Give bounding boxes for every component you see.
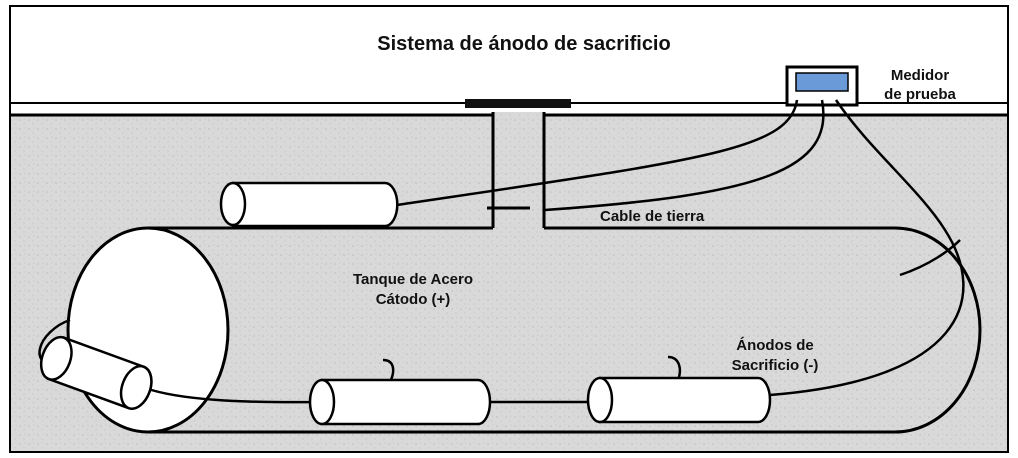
anodes-label-line2: Sacrificio (-) [732,357,819,374]
meter-label-line1: Medidor [891,67,949,84]
manhole-cover [465,99,571,108]
meter-label-line2: de prueba [884,86,956,103]
top-anode [219,181,399,228]
wire-to-top-anode [396,99,799,207]
ground-cable-label: Cable de tierra [600,208,705,225]
meter-screen [795,72,849,92]
anodes-label-line1: Ánodos de [736,337,814,354]
tank-label-line1: Tanque de Acero [353,271,473,288]
wire-ground-cable [544,99,825,212]
tank-end-cap [66,226,230,434]
anode-2 [308,378,492,426]
diagram-title: Sistema de ánodo de sacrificio [377,33,670,55]
wire-cross [899,239,961,277]
anode-3 [586,376,772,424]
test-meter [785,65,859,107]
riser-pipe-fill [493,112,544,230]
wire-anode-chain-left [144,386,321,404]
left-anode [39,335,153,410]
tank-label-line2: Cátodo (+) [376,291,451,308]
